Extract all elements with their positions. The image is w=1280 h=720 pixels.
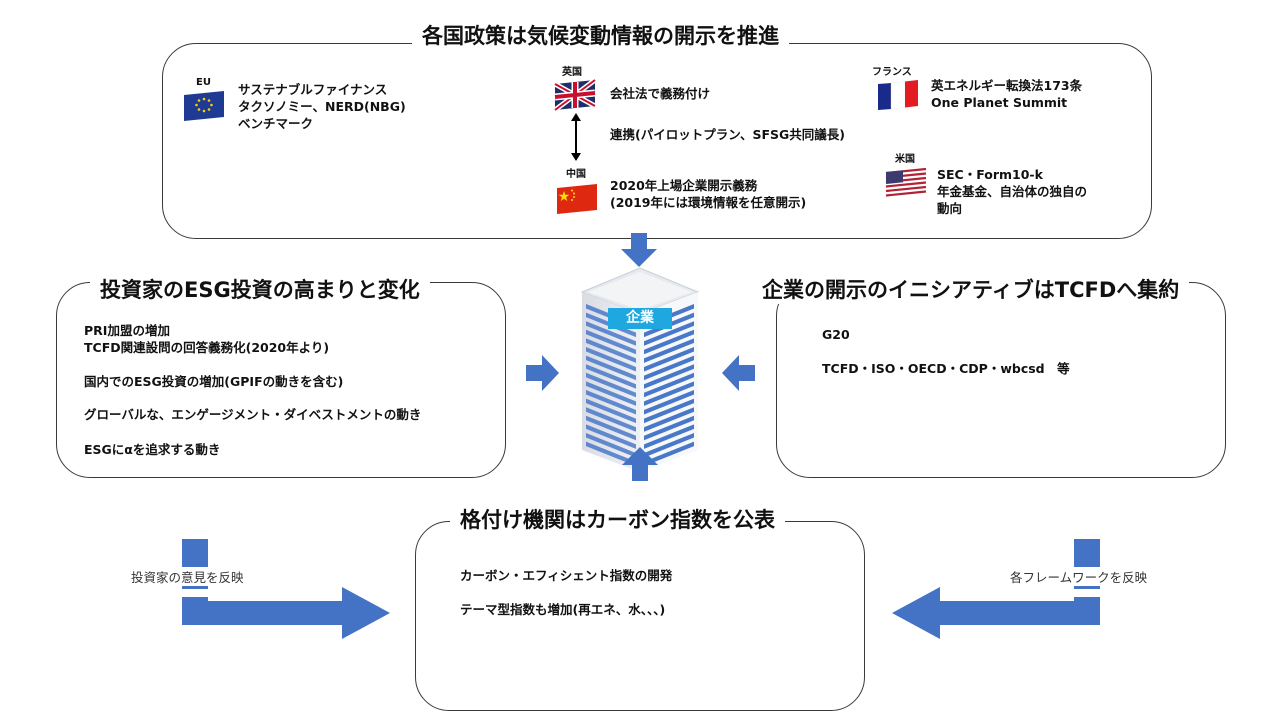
left-arrow-label: 投資家の意見を反映	[129, 567, 246, 586]
us-text-line2: 年金基金、自治体の独自の	[937, 184, 1088, 199]
eu-text-line2: タクソノミー、NERD(NBG)	[238, 99, 406, 114]
company-building-icon	[580, 267, 700, 472]
link-text: 連携(パイロットプラン、SFSG共同議長)	[610, 127, 845, 142]
right-disclosure-box	[776, 282, 1226, 478]
framework-feedback-arrow	[892, 539, 1100, 639]
bottom-heading: 格付け機関はカーボン指数を公表	[450, 506, 785, 534]
left-arrow-right	[722, 355, 755, 391]
us-label: 米国	[895, 154, 915, 165]
left-investor-box	[56, 282, 506, 478]
building-label: 企業	[608, 308, 672, 329]
right-heading: 企業の開示のイニシアティブはTCFDへ集約	[752, 276, 1190, 304]
left-item-2: TCFD関連設問の回答義務化(2020年より)	[84, 340, 330, 355]
fr-text-line1: 英エネルギー転換法173条	[931, 78, 1083, 93]
fr-text-line2: One Planet Summit	[931, 95, 1068, 110]
up-arrow-bottom	[622, 447, 658, 481]
us-text-line1: SEC・Form10-k	[937, 167, 1043, 182]
bottom-rating-box	[415, 521, 865, 711]
us-text-line3: 動向	[937, 201, 963, 216]
top-policy-box	[162, 43, 1152, 239]
usa-flag-icon	[885, 167, 927, 198]
investor-feedback-arrow	[182, 539, 390, 639]
left-heading: 投資家のESG投資の高まりと変化	[90, 276, 430, 304]
uk-china-link-arrow	[571, 113, 581, 161]
china-flag-icon	[557, 184, 597, 214]
right-arrow-left	[526, 355, 559, 391]
eu-label: EU	[196, 77, 211, 88]
bottom-item-1: カーボン・エフィシェント指数の開発	[460, 568, 673, 583]
eu-text-line3: ベンチマーク	[238, 116, 314, 131]
left-item-5: ESGにαを追求する動き	[84, 442, 221, 457]
cn-text-line2: (2019年には環境情報を任意開示)	[610, 195, 807, 210]
france-flag-icon	[878, 80, 918, 110]
right-item-1: G20	[822, 327, 850, 342]
right-arrow-label: 各フレームワークを反映	[1008, 567, 1150, 586]
top-heading: 各国政策は気候変動情報の開示を推進	[412, 22, 789, 50]
eu-flag-icon	[184, 91, 224, 121]
left-item-4: グローバルな、エンゲージメント・ダイベストメントの動き	[84, 407, 422, 422]
bottom-item-2: テーマ型指数も増加(再エネ、水、、、)	[460, 602, 666, 617]
eu-text-line1: サステナブルファイナンス	[238, 82, 388, 97]
left-item-3: 国内でのESG投資の増加(GPIFの動きを含む)	[84, 374, 344, 389]
down-arrow-top	[621, 233, 657, 267]
fr-label: フランス	[872, 67, 912, 78]
uk-label: 英国	[562, 67, 582, 78]
left-item-1: PRI加盟の増加	[84, 323, 170, 338]
right-item-2: TCFD・ISO・OECD・CDP・wbcsd 等	[822, 361, 1070, 376]
uk-flag-icon	[553, 78, 597, 112]
cn-label: 中国	[566, 169, 586, 180]
cn-text-line1: 2020年上場企業開示義務	[610, 178, 758, 193]
uk-text: 会社法で義務付け	[610, 86, 711, 101]
